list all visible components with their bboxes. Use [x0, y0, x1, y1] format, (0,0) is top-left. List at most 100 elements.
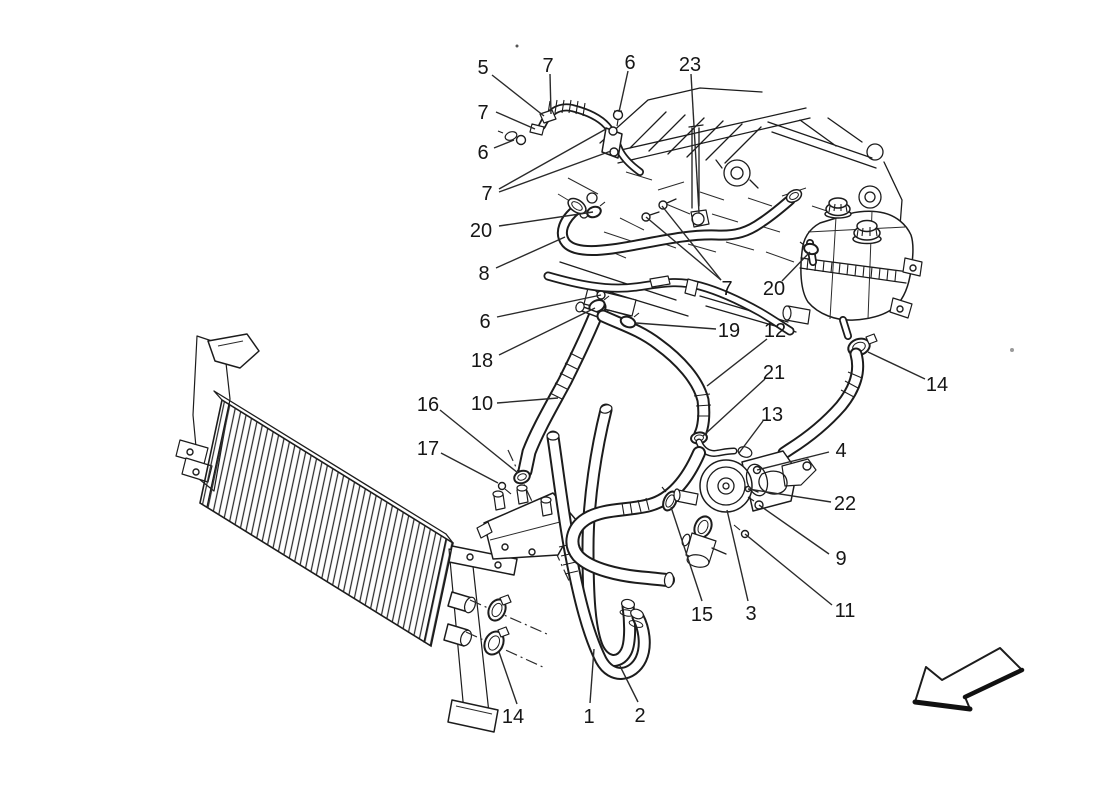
cap-1-top	[828, 197, 848, 209]
part-number-2: 2	[634, 705, 645, 727]
part-number-14a: 14	[926, 374, 948, 396]
part-number-9: 9	[835, 548, 846, 570]
pipe-12-ferrule	[575, 301, 585, 313]
part-number-20a: 20	[470, 220, 492, 242]
pump-shaft	[722, 482, 730, 490]
callout-1: 1	[583, 648, 595, 728]
hose-1-top-ferrule	[599, 404, 613, 414]
callout-leader-7d-2	[645, 216, 722, 281]
radiator-end-tanks	[206, 403, 447, 643]
hose-2-end-ferrule	[630, 608, 644, 620]
sensor-part-23-ring	[691, 212, 705, 226]
bracket-bolt-a	[186, 448, 194, 456]
part-number-6c: 6	[479, 311, 490, 333]
clamp-14-upper-inner	[491, 602, 503, 618]
valve-outlet	[686, 554, 710, 568]
callout-leader-13	[738, 420, 764, 454]
callout-leader-5	[491, 74, 545, 117]
part-number-7a: 7	[542, 55, 553, 77]
pump-body	[699, 459, 753, 513]
callout-19: 19	[635, 320, 740, 342]
callout-6c: 6	[479, 294, 602, 333]
part-number-23: 23	[679, 54, 701, 76]
housing-bolt-a	[501, 543, 509, 551]
callout-leader-11	[744, 533, 833, 606]
callout-leader-6b	[493, 139, 515, 149]
part-number-3: 3	[745, 603, 756, 625]
hose-tank-to-pump	[777, 347, 865, 460]
callout-leader-3	[726, 509, 749, 602]
radiator-top-bracket	[207, 333, 260, 369]
clamp-20b	[803, 242, 819, 256]
fitting-17	[497, 481, 507, 491]
pipe-8-riser-bore	[789, 191, 799, 201]
callout-leader-18	[498, 307, 596, 356]
clamp-16	[513, 469, 531, 485]
callout-7b: 7	[477, 102, 536, 130]
part-number-13: 13	[761, 404, 783, 426]
part-number-15: 15	[691, 604, 713, 626]
pump-body-ring	[706, 466, 746, 506]
part-number-8: 8	[478, 263, 489, 285]
callout-leader-2	[619, 665, 639, 703]
clamp-14-right-screw	[865, 333, 878, 345]
callout-3: 3	[726, 509, 757, 625]
callout-6a: 6	[618, 52, 636, 113]
engine-left-boss-a	[586, 192, 598, 204]
valve-arm-end	[673, 488, 681, 502]
part-number-19: 19	[718, 320, 740, 342]
part-number-10: 10	[471, 393, 493, 415]
engine-pulley-hub	[864, 191, 876, 203]
hose-12-corrugation	[693, 393, 712, 417]
part-number-6a: 6	[624, 52, 635, 74]
callout-leader-15	[670, 506, 703, 602]
part-number-17: 17	[417, 438, 439, 460]
callout-8: 8	[478, 236, 566, 285]
callout-17: 17	[417, 438, 499, 484]
scan-speck-right	[1010, 348, 1014, 352]
callout-leader-16	[439, 409, 519, 474]
callout-leader-4	[756, 451, 830, 471]
callout-11: 11	[744, 533, 855, 622]
clamp-14-lower-screw	[497, 626, 510, 638]
banjo-stem	[497, 130, 504, 134]
engine-pulley-small	[866, 143, 884, 161]
clamps-14-left	[483, 594, 512, 656]
cap-1-ribs	[828, 203, 848, 213]
tank-tab-upper-hole	[909, 264, 917, 272]
pipe-clip-7b	[529, 123, 545, 136]
callout-7c: 7	[481, 128, 612, 205]
callout-leader-9	[758, 504, 830, 555]
tank-weld-band	[799, 257, 910, 284]
arm-bolt-b	[494, 561, 502, 569]
hose-10-corrugation	[549, 352, 583, 400]
clamp-20a-screw	[599, 201, 606, 207]
callout-leader-21	[702, 378, 766, 437]
pipe-hanger-bracket	[684, 278, 699, 297]
callout-5: 5	[477, 57, 545, 117]
clamp-14-upper-screw	[499, 594, 512, 606]
stud-b-top	[516, 484, 528, 492]
thermostat-plate-edge	[489, 521, 561, 541]
callout-leader-6c	[496, 294, 602, 318]
callout-2: 2	[619, 665, 646, 727]
callout-leader-10	[496, 397, 559, 404]
clamp-19	[619, 315, 637, 329]
pipe-corrugation	[547, 99, 586, 117]
callout-13: 13	[738, 404, 783, 454]
part-number-7d: 7	[721, 278, 732, 300]
housing-lug	[476, 521, 493, 539]
direction-arrow	[912, 647, 1025, 712]
u-hose-end	[663, 571, 675, 589]
clamp-19-screw	[633, 312, 640, 318]
part-number-18: 18	[471, 350, 493, 372]
part-number-21: 21	[763, 362, 785, 384]
throttle-body	[723, 159, 751, 187]
part-number-22: 22	[834, 493, 856, 515]
callout-leader-7d-1	[661, 205, 722, 281]
bracket-bolt-b	[192, 468, 200, 476]
callout-10: 10	[471, 393, 559, 415]
callout-leader-8	[495, 236, 566, 269]
